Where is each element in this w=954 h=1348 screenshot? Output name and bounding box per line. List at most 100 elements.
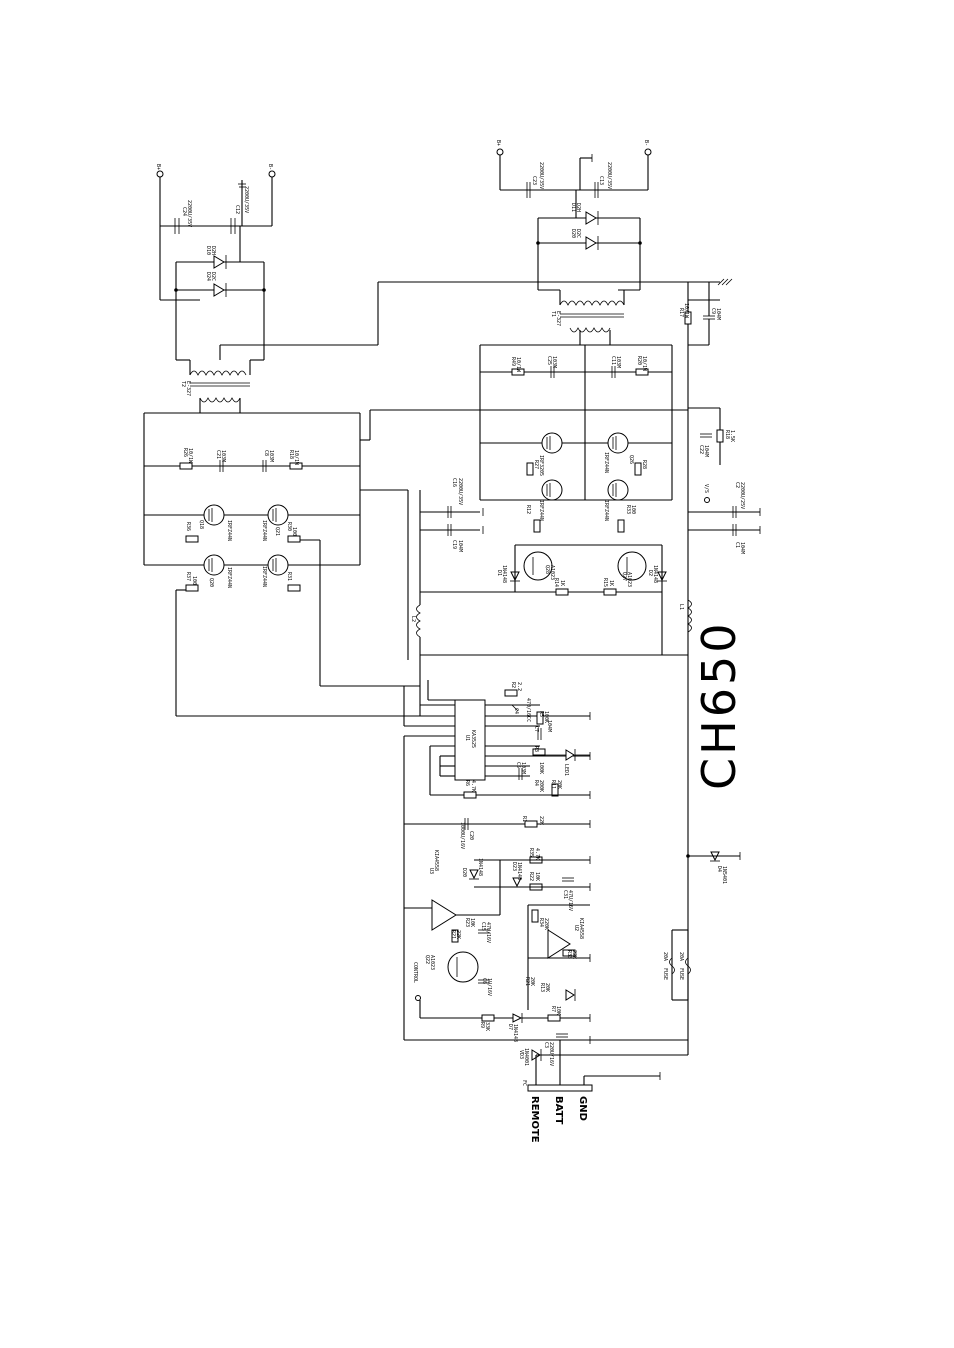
c23-label: C23 <box>531 176 537 185</box>
r21-label: R21 <box>524 977 530 986</box>
r17-resistor <box>684 311 692 325</box>
d11-label: D11 <box>570 203 576 212</box>
fuse2-value: 20A <box>678 952 684 961</box>
q25-type: IRF3205 <box>538 455 544 476</box>
c2-value: 2200U/25V <box>739 482 745 509</box>
r33-label: R33 <box>625 505 631 514</box>
r1-resistor <box>524 820 538 828</box>
c1-label: C1 <box>734 542 740 548</box>
fuse2-fuse <box>685 957 691 975</box>
d24-diode <box>213 283 225 297</box>
c24-value: 2200U/35V <box>186 200 192 227</box>
r49-resistor <box>511 368 525 376</box>
r49-label: R49 <box>510 357 516 366</box>
r15-label: R15 <box>602 578 608 587</box>
r31-label: R31 <box>286 572 292 581</box>
r37-resistor <box>185 584 199 592</box>
c11-value: 103M <box>615 356 621 368</box>
c15-value: 47U/16V <box>485 922 491 943</box>
vd3-label: VD3 <box>518 1050 524 1059</box>
q21-mosfet <box>267 554 289 576</box>
right-output-section: B+ B- C23 2200U/35V C13 2200U/35V D11 D2… <box>495 140 733 1055</box>
r31-resistor <box>287 584 301 592</box>
d7-diode <box>512 1013 523 1023</box>
r2-resistor <box>504 689 518 697</box>
r22-label: R22 <box>528 872 534 881</box>
fuse1-label: FUSE <box>662 968 668 980</box>
q28-transistor <box>523 551 553 581</box>
q20-mosfet <box>203 554 225 576</box>
r26-label: R26 <box>182 448 188 457</box>
d20-diode <box>585 236 597 250</box>
c19-label: C19 <box>451 540 457 549</box>
r9-resistor <box>481 1014 495 1022</box>
r6-value: 4.7K <box>470 780 476 792</box>
q20-type: IRFZ44N <box>226 567 232 588</box>
u2-label: U2 <box>573 925 579 931</box>
c4-value: 470/16CC <box>525 698 531 722</box>
d1-type: 1N4148 <box>501 565 507 583</box>
left-mosfet-bridge: R26 10/1W C21 103M C8 103M R18 10/1W Q18… <box>143 398 688 717</box>
left-bplus-label: B+ <box>155 164 161 170</box>
q27-type: A1023 <box>626 572 632 587</box>
r11-label: R11 <box>550 780 556 789</box>
t2-label: T2 <box>180 381 186 387</box>
t1-primary-winding <box>569 327 611 333</box>
r49-value: 10/1W <box>515 357 521 373</box>
r23-value: 10K <box>469 918 475 927</box>
r17-label: R17 <box>678 308 684 317</box>
r4-label: R4 <box>533 780 539 786</box>
r20-resistor <box>635 368 649 376</box>
d20b-type: 1N4148 <box>477 858 483 876</box>
control-label: CONTROL <box>412 962 418 983</box>
d7-type: 1N4148 <box>512 1024 518 1042</box>
c13-label: C13 <box>598 176 604 185</box>
r14-label: R14 <box>553 578 559 587</box>
t2-primary-winding <box>199 397 241 403</box>
r15-resistor <box>603 588 617 596</box>
r36-resistor <box>185 535 199 543</box>
c8-value: 103M <box>268 450 274 462</box>
r1-label: R1 <box>521 816 527 822</box>
r12-label: R12 <box>525 505 531 514</box>
u1-ic <box>454 699 486 781</box>
c23-value: 2200U/35V <box>538 162 544 189</box>
r26-resistor <box>179 462 193 470</box>
c24-label: C24 <box>181 207 187 216</box>
r18-label: R18 <box>288 450 294 459</box>
t2-secondary-winding <box>189 370 247 376</box>
c5-label: C5 <box>515 762 521 768</box>
r11-value: 20K <box>556 780 562 789</box>
c11-label: C11 <box>610 356 616 365</box>
r30-label: R30 <box>286 522 292 531</box>
c15-label: C15 <box>480 922 486 931</box>
r27-resistor <box>526 462 534 476</box>
u1-label: U1 <box>464 735 470 741</box>
q30-type: IRFZ44N <box>603 500 609 521</box>
r12-resistor <box>533 519 541 533</box>
c12-value: 2200U/35V <box>243 186 249 213</box>
q21-type: IRFZ44N <box>261 566 267 587</box>
r36-label: R36 <box>185 522 191 531</box>
u2-opamp <box>547 929 571 959</box>
d1-label: D1 <box>496 570 502 576</box>
d10-diode <box>213 255 225 269</box>
t1-label: T1 <box>550 311 556 317</box>
d4-value: 1N5401 <box>721 866 727 884</box>
r18-value: 10/1W <box>293 450 299 466</box>
r17-value: 10/1W <box>683 303 689 319</box>
left-bminus-terminal <box>268 170 276 178</box>
q27-label: Q27 <box>621 572 627 581</box>
batt-label: BATT <box>553 1096 564 1125</box>
c13-value: 2200U/35V <box>606 162 612 189</box>
d24-label: D24 <box>205 272 211 281</box>
c5-value: 103M <box>520 762 526 774</box>
l1-label: L1 <box>678 604 684 610</box>
r3-label: R3 <box>533 746 539 752</box>
c21-value: 103M <box>220 450 226 462</box>
q26-label: Q26 <box>628 455 634 464</box>
r33-resistor <box>617 519 625 533</box>
q28-label: Q28 <box>544 565 550 574</box>
d2-type: 1N4148 <box>652 565 658 583</box>
q26-mosfet <box>607 432 629 454</box>
